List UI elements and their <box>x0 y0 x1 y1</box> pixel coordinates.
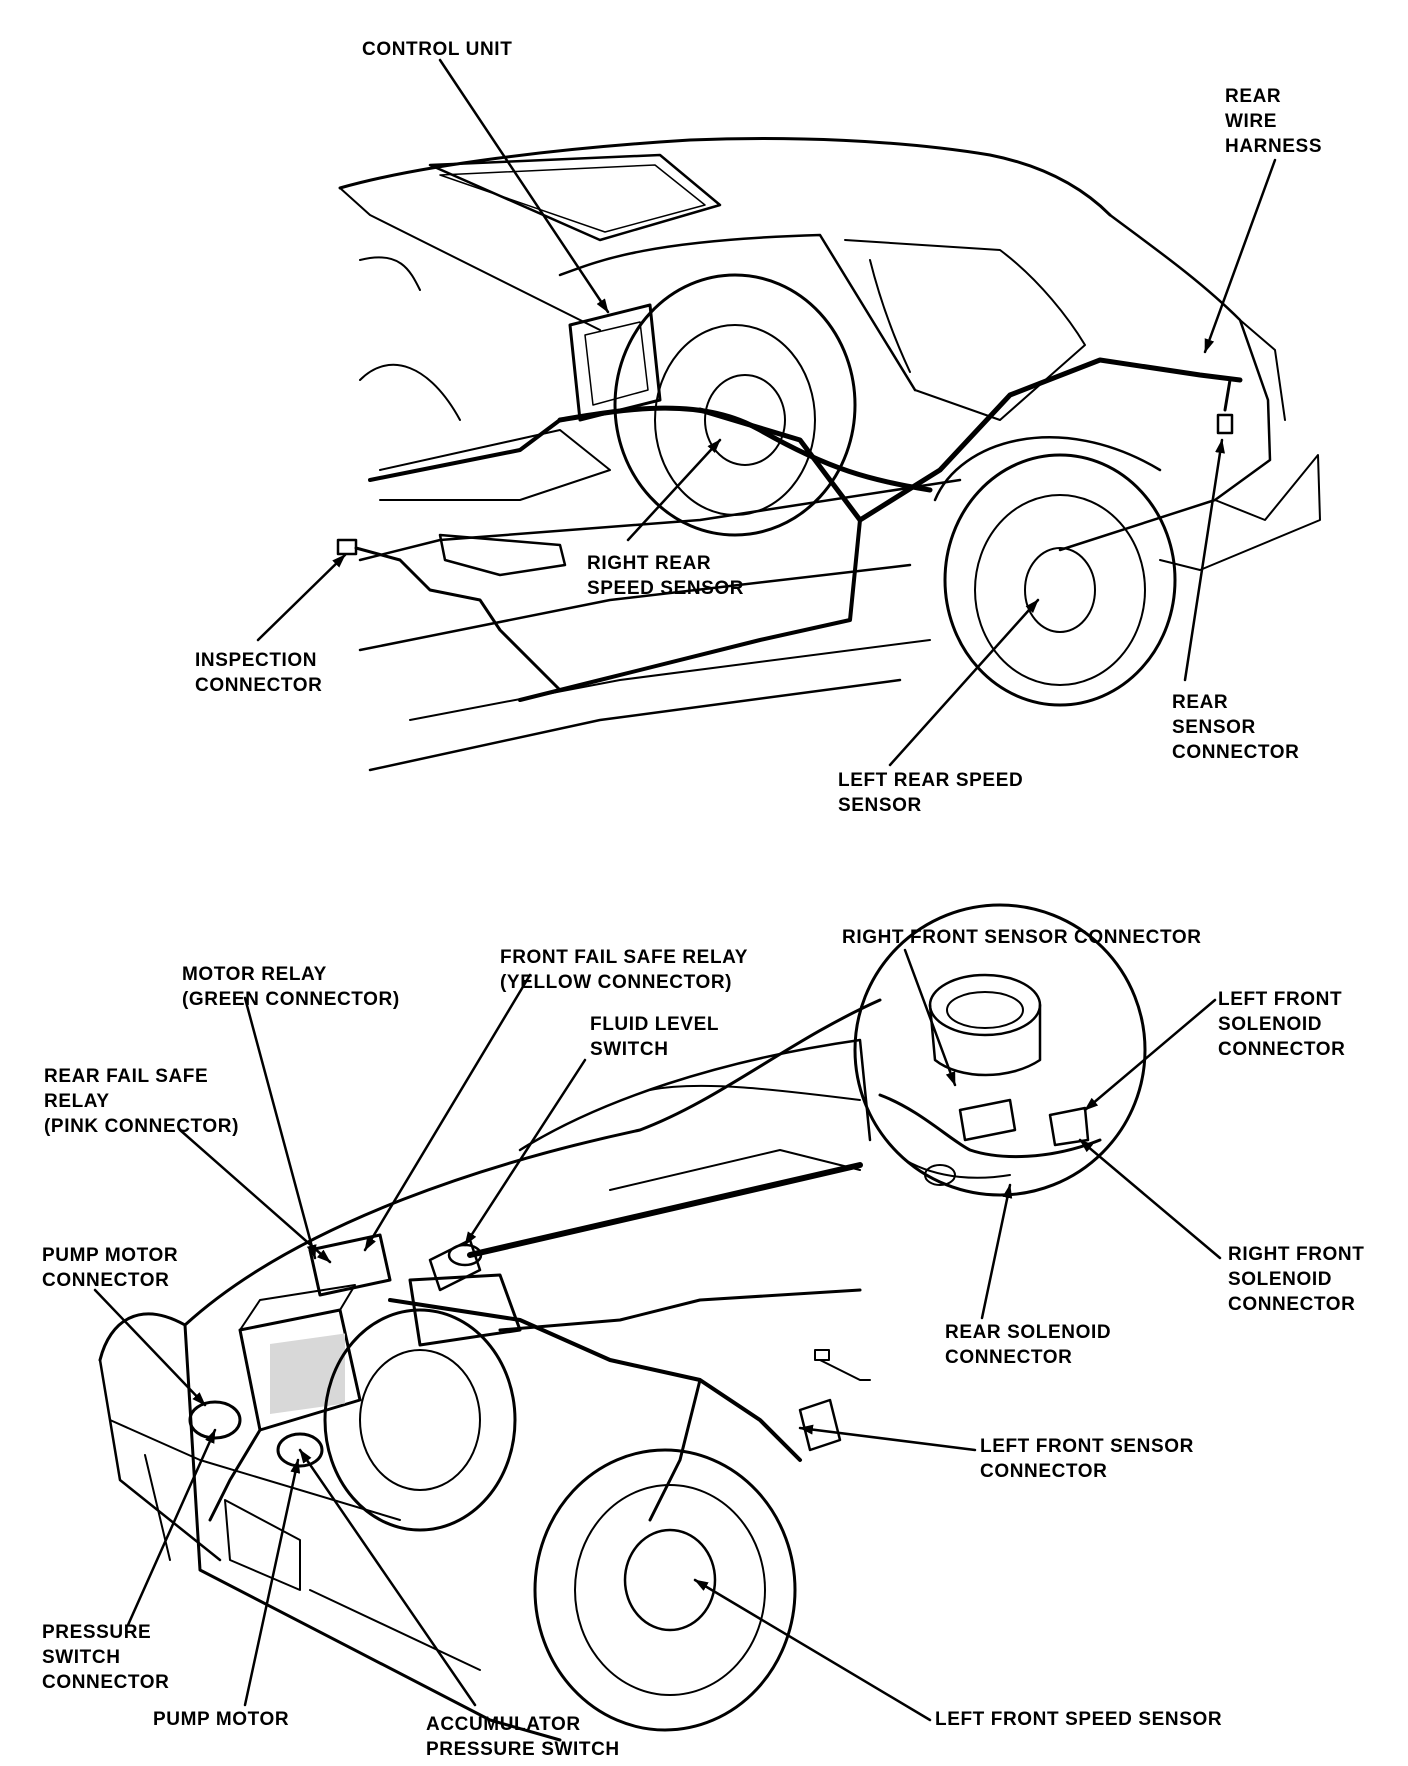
front-car-illustration <box>98 998 882 1742</box>
label-rear-sensor-connector: REAR SENSOR CONNECTOR <box>1172 692 1300 763</box>
label-rear-fail-safe-relay: REAR FAIL SAFE RELAY (PINK CONNECTOR) <box>44 1066 240 1137</box>
rear-car-illustration <box>336 137 1321 772</box>
label-control-unit: CONTROL UNIT <box>362 39 513 60</box>
label-pump-motor-connector: PUMP MOTOR CONNECTOR <box>42 1245 179 1291</box>
label-rear-wire-harness: REAR WIRE HARNESS <box>1225 86 1323 157</box>
label-left-rear-speed-sensor: LEFT REAR SPEED SENSOR <box>838 770 1024 816</box>
label-motor-relay: MOTOR RELAY (GREEN CONNECTOR) <box>182 964 400 1010</box>
label-pressure-switch-connector: PRESSURE SWITCH CONNECTOR <box>42 1622 170 1693</box>
label-right-front-solenoid-connector: RIGHT FRONT SOLENOID CONNECTOR <box>1228 1244 1365 1315</box>
label-fluid-level-switch: FLUID LEVEL SWITCH <box>590 1014 720 1060</box>
label-front-fail-safe-relay: FRONT FAIL SAFE RELAY (YELLOW CONNECTOR) <box>500 947 749 993</box>
rear-leader-lines <box>256 58 1277 767</box>
label-accumulator-pressure-switch: ACCUMULATOR PRESSURE SWITCH <box>426 1714 620 1760</box>
label-left-front-solenoid-connector: LEFT FRONT SOLENOID CONNECTOR <box>1218 989 1346 1060</box>
front-leader-lines <box>93 948 1222 1722</box>
label-pump-motor: PUMP MOTOR <box>153 1709 290 1730</box>
label-right-rear-speed-sensor: RIGHT REAR SPEED SENSOR <box>587 553 745 599</box>
label-left-front-sensor-connector: LEFT FRONT SENSOR CONNECTOR <box>980 1436 1194 1482</box>
detail-inset-illustration <box>467 903 1147 1258</box>
label-left-front-speed-sensor: LEFT FRONT SPEED SENSOR <box>935 1709 1223 1730</box>
label-inspection-connector: INSPECTION CONNECTOR <box>195 650 323 696</box>
label-rear-solenoid-connector: REAR SOLENOID CONNECTOR <box>945 1322 1112 1368</box>
label-right-front-sensor-connector: RIGHT FRONT SENSOR CONNECTOR <box>842 927 1202 948</box>
